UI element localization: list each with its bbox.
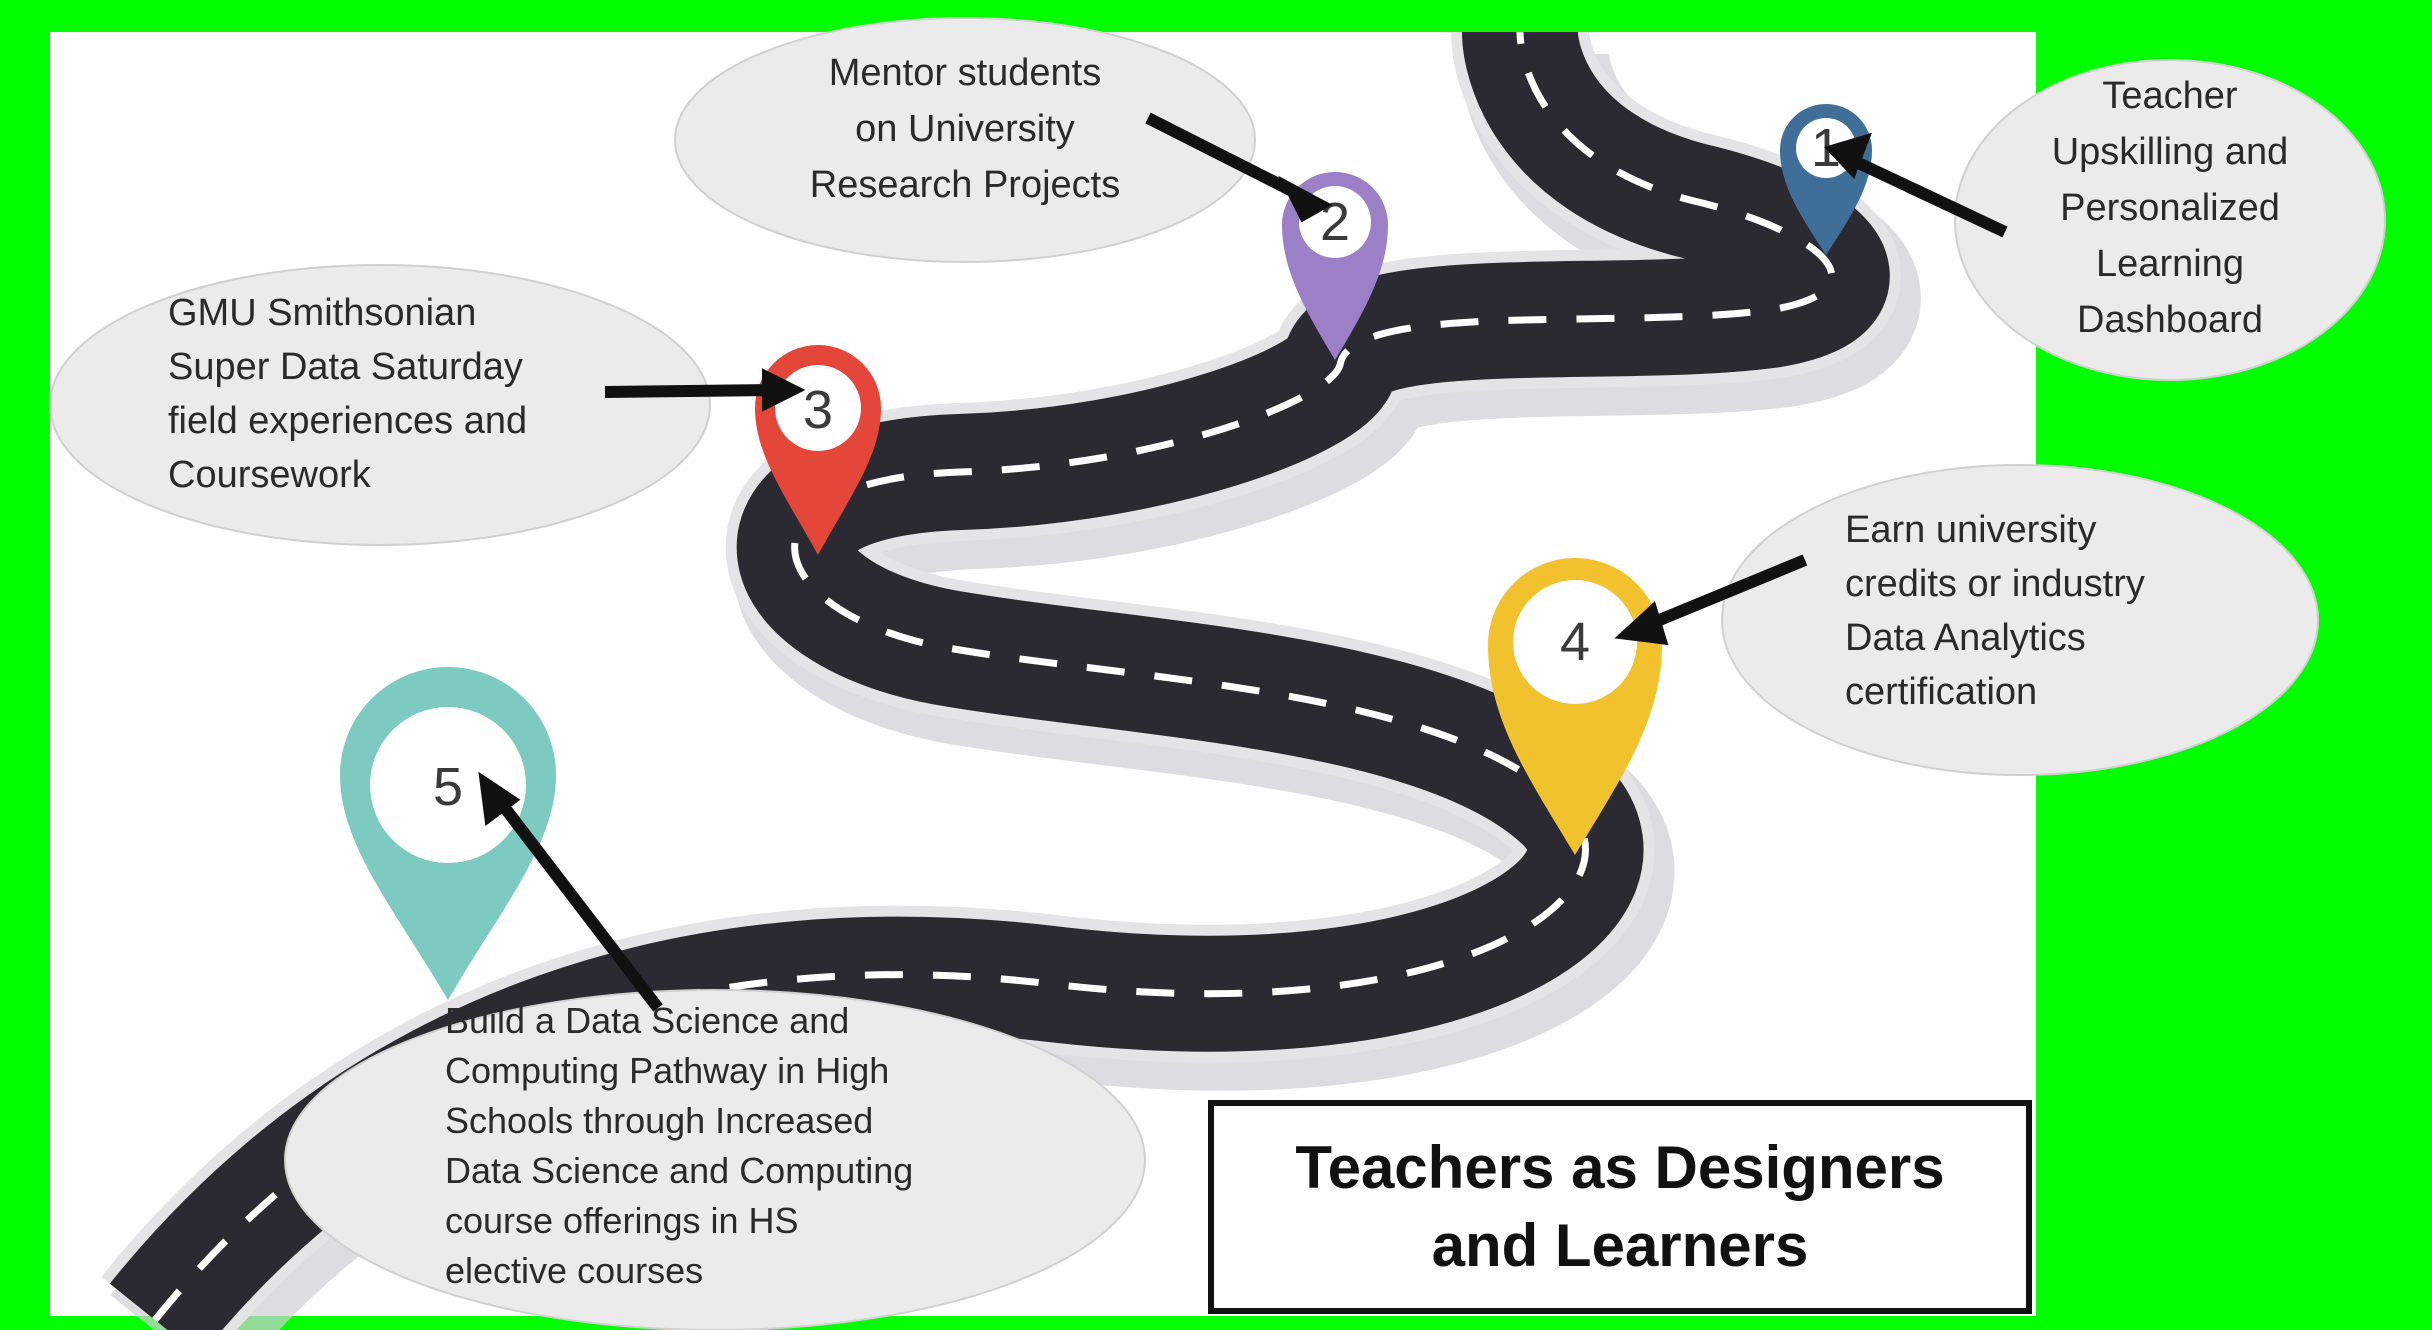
callout-5-line: Schools through Increased: [445, 1100, 873, 1141]
callout-4-line: credits or industry: [1845, 563, 2145, 605]
arrow-4-head-icon: [1614, 601, 1669, 646]
arrow-1-head-icon: [1823, 132, 1872, 180]
callout-2-line: Research Projects: [810, 164, 1120, 206]
pin-5-number: 5: [433, 757, 463, 817]
arrow-2-head-icon: [1278, 175, 1333, 223]
callout-1-line: Dashboard: [2077, 299, 2263, 341]
winding-road: [101, 29, 1921, 1330]
pin-3-number: 3: [803, 380, 833, 440]
arrow-4: [1637, 554, 1808, 634]
callout-4-line: Data Analytics: [1845, 617, 2086, 659]
callout-5-line: Data Science and Computing: [445, 1150, 913, 1191]
callout-1-line: Teacher: [2102, 75, 2238, 117]
connector-arrows: [478, 112, 2008, 1012]
callout-3-line: GMU Smithsonian: [168, 292, 476, 334]
arrow-5-head-icon: [478, 771, 521, 826]
callout-2-line: on University: [855, 108, 1075, 150]
callout-1-line: Upskilling and: [2052, 131, 2289, 173]
callout-1-line: Personalized: [2060, 187, 2280, 229]
pin-4: 4: [1488, 558, 1662, 855]
callout-3-line: Super Data Saturday: [168, 346, 523, 388]
diagram-title: Teachers as Designers and Learners: [1295, 1134, 1945, 1279]
arrow-1: [1849, 154, 2008, 238]
callout-4-line: certification: [1845, 671, 2037, 713]
callout-5-line: Build a Data Science and: [445, 1000, 849, 1041]
callout-5-line: course offerings in HS: [445, 1200, 799, 1241]
callout-3-line: Coursework: [168, 454, 372, 496]
callout-5-line: elective courses: [445, 1250, 703, 1291]
callout-4-line: Earn university: [1845, 509, 2096, 551]
callout-5-line: Computing Pathway in High: [445, 1050, 889, 1091]
callout-3-line: field experiences and: [168, 400, 527, 442]
title-box: Teachers as Designers and Learners: [1208, 1100, 2032, 1314]
callout-2-line: Mentor students: [829, 52, 1101, 94]
arrow-2: [1145, 112, 1313, 206]
pin-4-number: 4: [1560, 612, 1590, 672]
arrow-3-head-icon: [762, 368, 806, 412]
arrow-3: [604, 384, 779, 398]
arrow-5: [490, 791, 663, 1012]
callout-1-line: Learning: [2096, 243, 2244, 285]
